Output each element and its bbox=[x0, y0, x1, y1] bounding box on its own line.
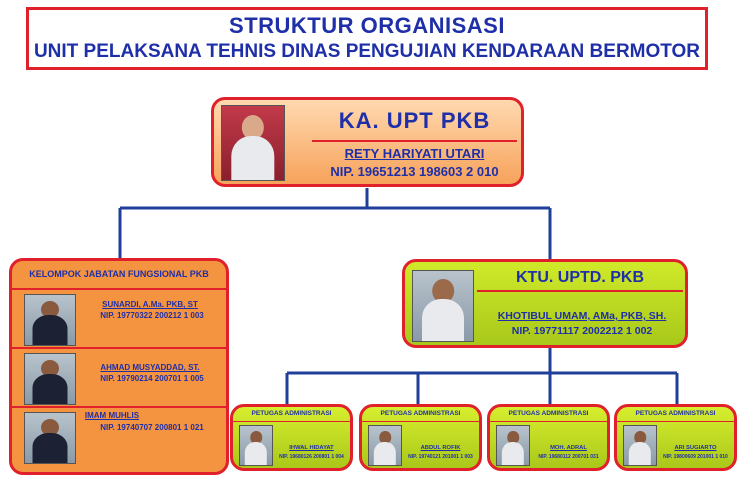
member-name: SUNARDI, A.Ma. PKB, ST bbox=[102, 300, 198, 309]
head-nip: NIP. 19651213 198603 2 010 bbox=[330, 164, 499, 179]
admin-role: PETUGAS ADMINISTRASI bbox=[635, 410, 716, 417]
admin-divider bbox=[233, 421, 350, 422]
fungsional-title: KELOMPOK JABATAN FUNGSIONAL PKB bbox=[29, 269, 209, 279]
member-nip: NIP. 19770322 200212 1 003 bbox=[100, 311, 204, 320]
head-box: KA. UPT PKB RETY HARIYATI UTARI NIP. 196… bbox=[211, 97, 524, 187]
admin-photo bbox=[496, 425, 530, 466]
head-title: KA. UPT PKB bbox=[338, 108, 491, 133]
fungsional-member: IMAM MUHLIS NIP. 19740707 200801 1 021 bbox=[12, 406, 226, 465]
admin-nip: NIP. 19680126 200801 1 004 bbox=[279, 454, 344, 460]
fungsional-box: KELOMPOK JABATAN FUNGSIONAL PKB SUNARDI,… bbox=[9, 258, 229, 475]
admin-photo bbox=[239, 425, 273, 466]
admin-photo bbox=[623, 425, 657, 466]
admin-divider bbox=[362, 421, 479, 422]
admin-name: ARI SUGIARTO bbox=[674, 445, 717, 451]
head-divider bbox=[312, 140, 517, 142]
admin-box: PETUGAS ADMINISTRASI ABDUL ROFIK NIP. 19… bbox=[359, 404, 482, 471]
fungsional-member: SUNARDI, A.Ma. PKB, ST NIP. 19770322 200… bbox=[12, 288, 226, 347]
admin-role: PETUGAS ADMINISTRASI bbox=[508, 410, 589, 417]
head-name: RETY HARIYATI UTARI bbox=[344, 146, 485, 161]
member-nip: NIP. 19790214 200701 1 005 bbox=[100, 374, 204, 383]
ktu-divider bbox=[477, 290, 683, 292]
title-line-2: UNIT PELAKSANA TEHNIS DINAS PENGUJIAN KE… bbox=[33, 41, 701, 62]
admin-divider bbox=[617, 421, 734, 422]
head-photo bbox=[221, 105, 285, 181]
admin-nip: NIP. 19800609 201001 1 010 bbox=[663, 454, 728, 460]
admin-nip: NIP. 19740121 201001 1 003 bbox=[408, 454, 473, 460]
member-name: AHMAD MUSYADDAD, ST. bbox=[100, 363, 200, 372]
ktu-nip: NIP. 19771117 2002212 1 002 bbox=[511, 325, 653, 337]
member-name: IMAM MUHLIS bbox=[84, 411, 140, 420]
admin-name: ABDUL ROFIK bbox=[420, 445, 461, 451]
admin-role: PETUGAS ADMINISTRASI bbox=[251, 410, 332, 417]
ktu-name: KHOTIBUL UMAM, AMa, PKB, SH. bbox=[497, 310, 667, 322]
member-photo bbox=[24, 412, 76, 464]
admin-role: PETUGAS ADMINISTRASI bbox=[380, 410, 461, 417]
ktu-title: KTU. UPTD. PKB bbox=[516, 269, 644, 286]
admin-box: PETUGAS ADMINISTRASI IHWAL HIDAYAT NIP. … bbox=[230, 404, 353, 471]
member-photo bbox=[24, 353, 76, 405]
admin-box: PETUGAS ADMINISTRASI MOH. ADRAL NIP. 196… bbox=[487, 404, 610, 471]
admin-name: MOH. ADRAL bbox=[550, 445, 587, 451]
ktu-box: KTU. UPTD. PKB KHOTIBUL UMAM, AMa, PKB, … bbox=[402, 259, 688, 348]
admin-name: IHWAL HIDAYAT bbox=[289, 445, 334, 451]
admin-divider bbox=[490, 421, 607, 422]
admin-nip: NIP. 19680112 200701 031 bbox=[538, 454, 599, 460]
ktu-photo bbox=[412, 270, 474, 342]
fungsional-member: AHMAD MUSYADDAD, ST. NIP. 19790214 20070… bbox=[12, 347, 226, 406]
member-photo bbox=[24, 294, 76, 346]
member-nip: NIP. 19740707 200801 1 021 bbox=[100, 423, 204, 432]
chart-title-box: STRUKTUR ORGANISASI UNIT PELAKSANA TEHNI… bbox=[26, 7, 708, 70]
admin-photo bbox=[368, 425, 402, 466]
admin-box: PETUGAS ADMINISTRASI ARI SUGIARTO NIP. 1… bbox=[614, 404, 737, 471]
title-line-1: STRUKTUR ORGANISASI bbox=[229, 13, 505, 38]
